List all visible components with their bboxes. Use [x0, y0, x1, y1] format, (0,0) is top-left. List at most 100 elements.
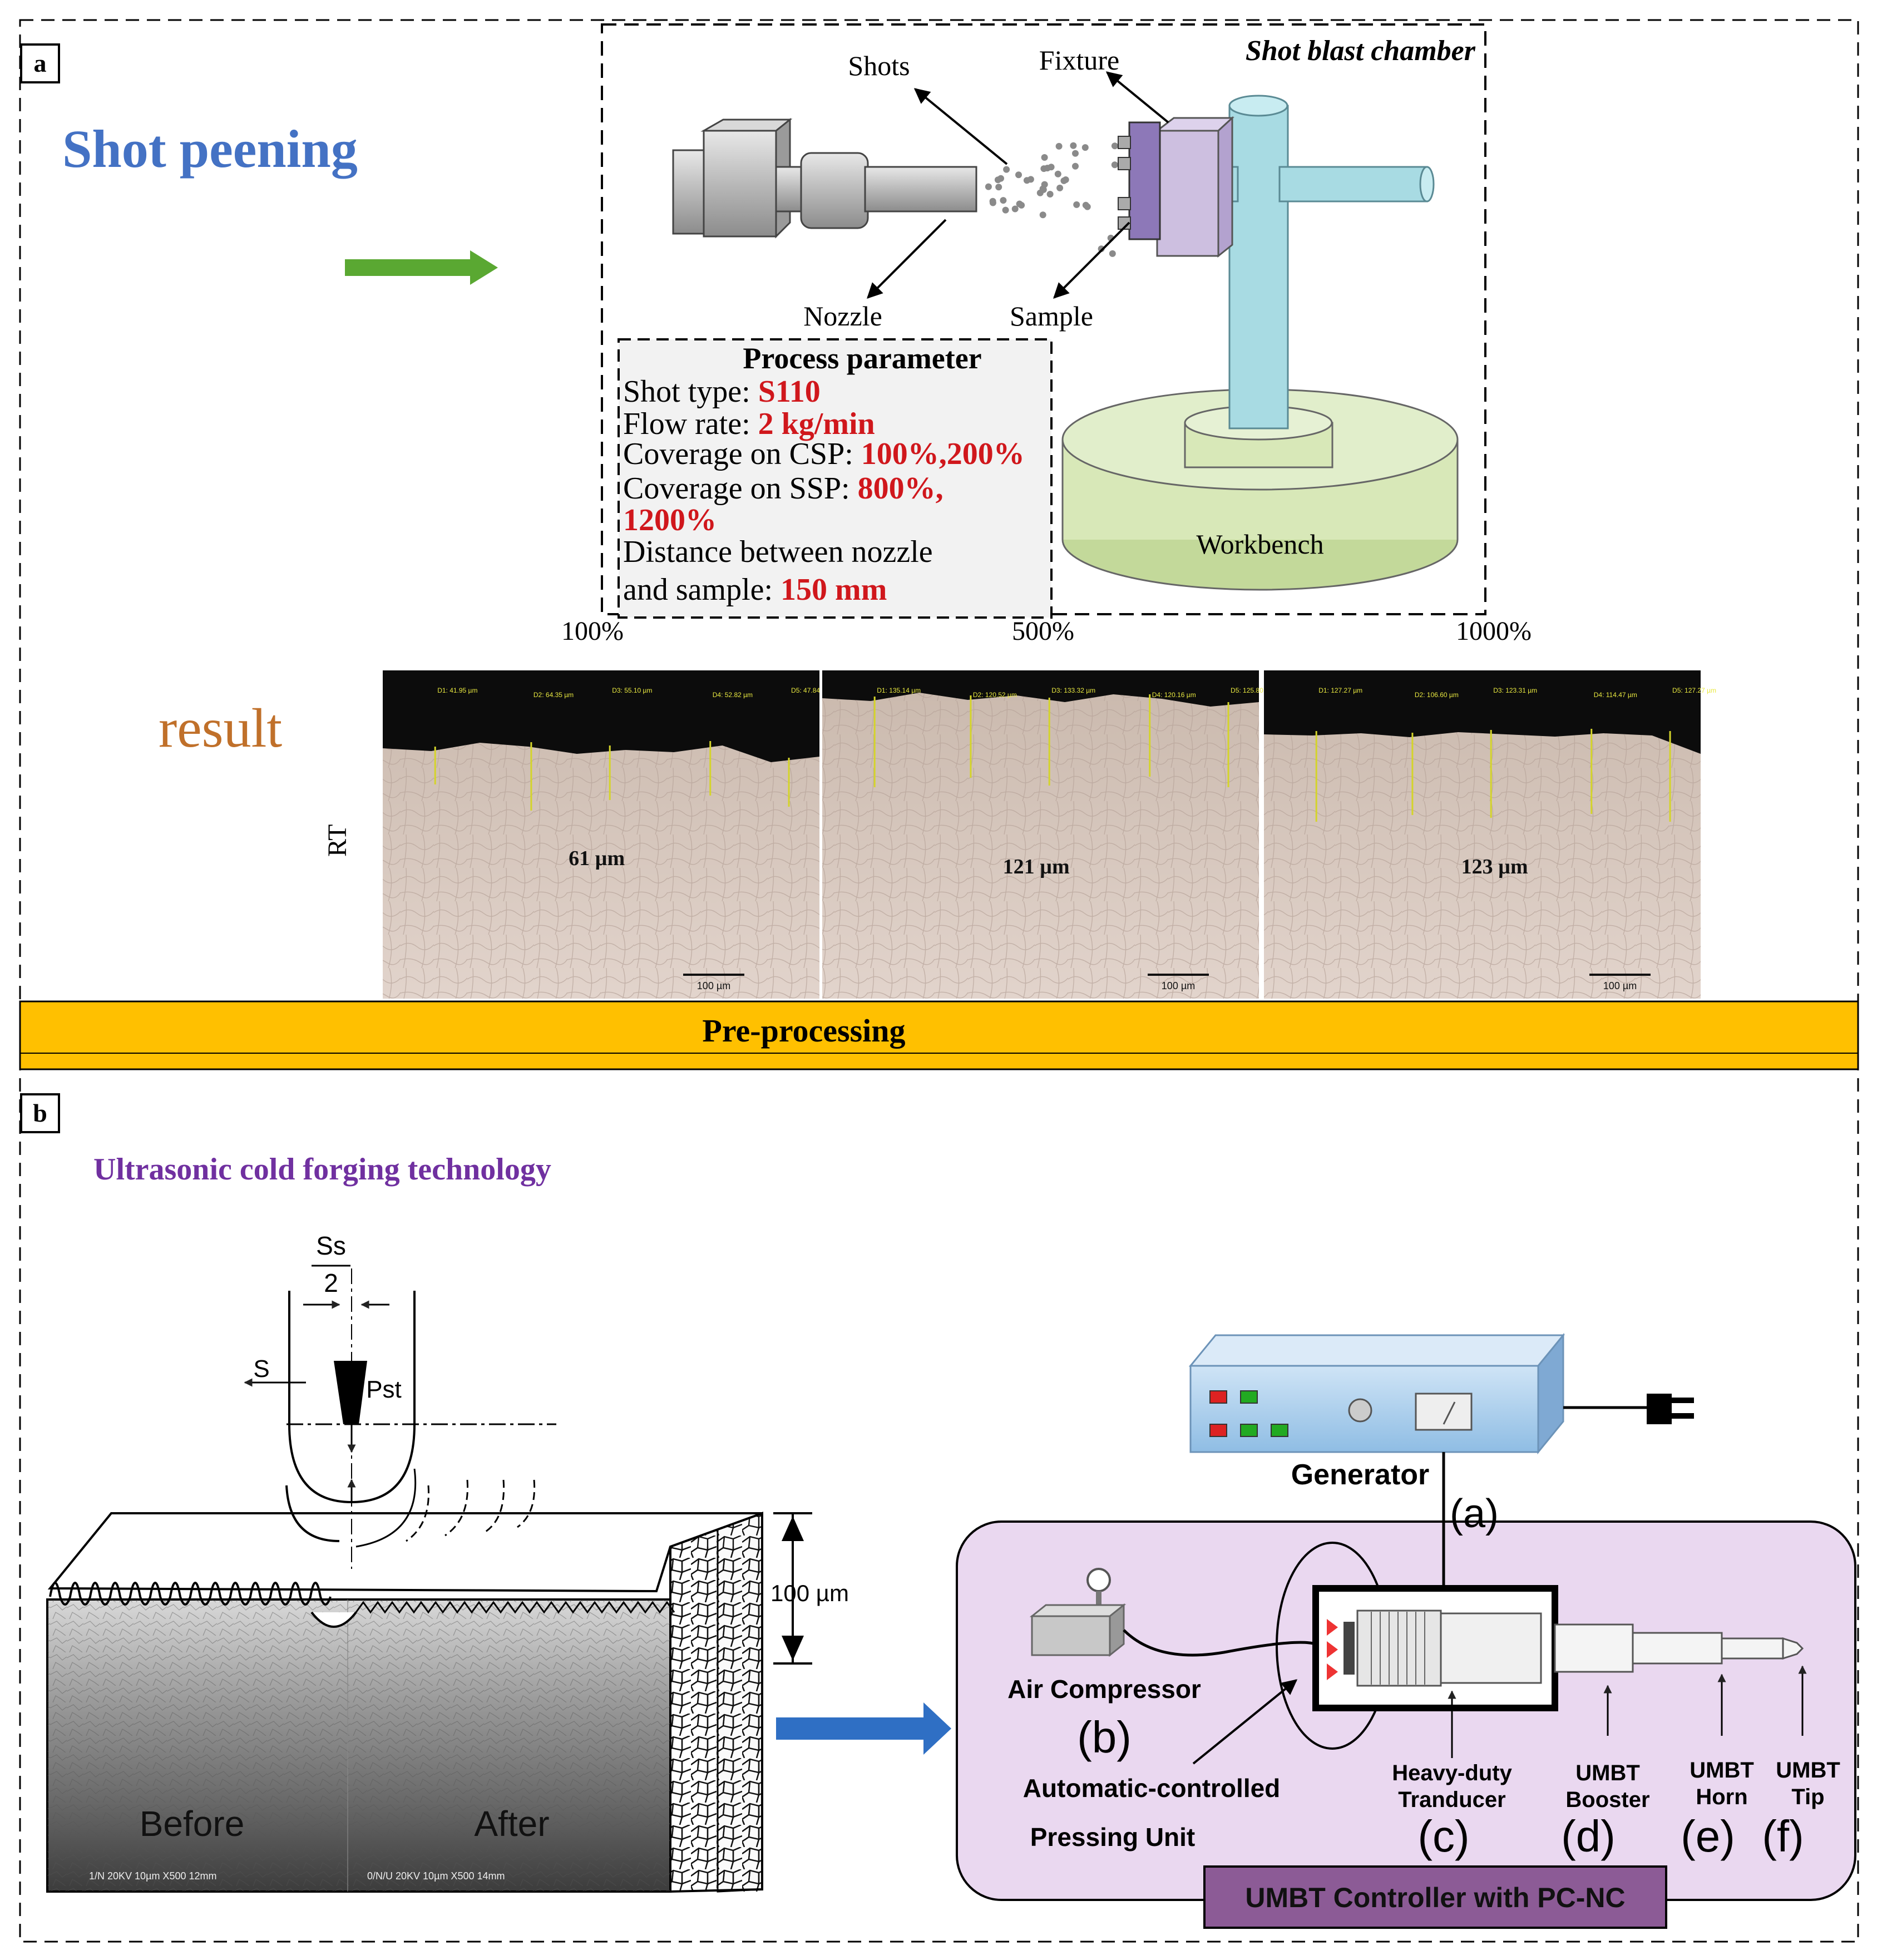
controller-label: UMBT Controller with PC-NC	[1245, 1882, 1625, 1913]
shot-particle	[1081, 144, 1089, 151]
micrograph-mount-band	[383, 670, 819, 762]
process-row: and sample: 150 mm	[623, 572, 887, 607]
shot-particle	[1072, 162, 1079, 170]
process-parameter-box	[618, 338, 1053, 619]
process-row-value: 1200%	[623, 503, 717, 537]
booster-line-2: Booster	[1565, 1788, 1649, 1812]
depth-marker-label: D3: 123.31 µm	[1493, 687, 1537, 694]
shot-particle	[1046, 191, 1054, 198]
shot-particle	[1111, 142, 1118, 150]
shot-particle	[1002, 206, 1009, 214]
workbench-assembly	[1061, 95, 1459, 591]
shot-particle	[1011, 205, 1019, 213]
shot-particle	[1070, 142, 1077, 149]
transducer-line-1: Heavy-duty	[1392, 1761, 1512, 1785]
micrograph-1: D1: 41.95 µm D2: 64.35 µm D3: 55.10 µm D4: …	[383, 670, 831, 999]
scale-bar-label: 100 µm	[1603, 980, 1637, 991]
fixture-label: Fixture	[1039, 45, 1119, 76]
depth-marker-label: D4: 120.16 µm	[1152, 691, 1196, 699]
micrograph-3: D1: 127.27 µm D2: 106.60 µm D3: 123.31 µm D…	[1264, 670, 1716, 999]
shot-particle	[1023, 177, 1030, 184]
label-b: (b)	[1077, 1712, 1132, 1762]
depth-marker-label: D1: 135.14 µm	[877, 687, 921, 694]
callout-arrows	[867, 71, 1169, 299]
booster-line-1: UMBT	[1575, 1761, 1640, 1785]
fixture	[1118, 116, 1234, 258]
depth-marker-label: D4: 52.82 µm	[713, 691, 753, 699]
shots-label: Shots	[848, 50, 910, 81]
workbench-label: Workbench	[1196, 529, 1323, 560]
depth-marker-label: D1: 127.27 µm	[1318, 687, 1362, 694]
depth-value: 61 µm	[569, 847, 625, 870]
shot-particle	[1016, 200, 1023, 208]
depth-value: 123 µm	[1461, 855, 1528, 878]
umbt-system	[956, 1332, 1856, 1929]
ucf-schematic	[46, 1265, 812, 1893]
shot-particle	[1054, 170, 1061, 177]
panel-a-label-box	[20, 43, 60, 83]
shot-particle	[1039, 211, 1046, 219]
shot-particle	[1041, 181, 1048, 188]
process-row: Shot type: S110	[623, 374, 821, 409]
depth-marker-label: D2: 106.60 µm	[1415, 691, 1459, 699]
transducer-line-2: Tranducer	[1398, 1788, 1505, 1812]
label-a: (a)	[1450, 1492, 1499, 1536]
depth-marker-label: D3: 55.10 µm	[612, 687, 652, 694]
shot-particle	[1055, 142, 1063, 150]
coverage-1000: 1000%	[1456, 616, 1532, 646]
ss-label: Ss	[316, 1231, 346, 1260]
rt-row-label: RT	[323, 825, 352, 857]
process-row-value: 100%,200%	[861, 437, 1025, 471]
process-row: Coverage on CSP: 100%,200%	[623, 437, 1025, 471]
s-label: S	[253, 1355, 269, 1383]
process-row-label: Flow rate:	[623, 407, 758, 441]
shot-particle	[989, 199, 996, 206]
depth-label: 100 µm	[770, 1580, 849, 1606]
process-row: Coverage on SSP: 800%,	[623, 471, 944, 506]
shot-particle	[1041, 154, 1048, 161]
process-row-label: Coverage on SSP:	[623, 471, 858, 506]
shot-particle	[1073, 201, 1080, 208]
panel-b-label-box	[20, 1093, 60, 1133]
pre-processing-banner	[19, 1000, 1859, 1070]
label-e: (e)	[1681, 1811, 1735, 1861]
chamber-title: Shot blast chamber	[1246, 35, 1476, 67]
pst-label: Pst	[366, 1376, 402, 1403]
process-row-label: Shot type:	[623, 374, 758, 409]
shot-peening-title: Shot peening	[62, 119, 358, 179]
depth-marker-label: D5: 127.27 µm	[1672, 687, 1716, 694]
coverage-100: 100%	[561, 616, 624, 646]
shot-particle	[1072, 150, 1079, 157]
panel-a-label: a	[34, 49, 47, 77]
process-row: Flow rate: 2 kg/min	[623, 407, 875, 441]
process-row-label: Distance between nozzle	[623, 535, 933, 569]
depth-marker-label: D5: 125.80 µm	[1231, 687, 1275, 694]
shot-particle	[1015, 171, 1022, 179]
coverage-500: 500%	[1012, 616, 1074, 646]
scale-bar-label: 100 µm	[1162, 980, 1195, 991]
before-label: Before	[140, 1804, 245, 1844]
depth-marker-label: D2: 64.35 µm	[534, 691, 574, 699]
after-label: After	[474, 1804, 549, 1844]
label-d: (d)	[1561, 1811, 1616, 1861]
sem-info-left: 1/N 20KV 10µm X500 12mm	[89, 1870, 216, 1882]
sample-label: Sample	[1010, 300, 1093, 332]
nozzle-label: Nozzle	[803, 300, 882, 332]
process-row-label: Coverage on CSP:	[623, 437, 861, 471]
process-parameter-title: Process parameter	[743, 342, 981, 375]
air-compressor-label: Air Compressor	[1007, 1675, 1201, 1704]
shot-particle	[1056, 184, 1064, 191]
process-row: 1200%	[623, 503, 717, 537]
shot-particle	[1082, 201, 1089, 209]
pressing-unit-line-1: Automatic-controlled	[1023, 1774, 1281, 1803]
depth-marker-label: D1: 41.95 µm	[437, 687, 477, 694]
micrographs: D1: 41.95 µm D2: 64.35 µm D3: 55.10 µm D4: …	[383, 670, 1716, 999]
sem-info-right: 0/N/U 20KV 10µm X500 14mm	[367, 1870, 505, 1882]
process-row-label: and sample:	[623, 572, 781, 607]
process-row-value: S110	[758, 374, 821, 409]
depth-value: 121 µm	[1003, 855, 1070, 878]
depth-marker-label: D2: 120.52 µm	[973, 691, 1017, 699]
